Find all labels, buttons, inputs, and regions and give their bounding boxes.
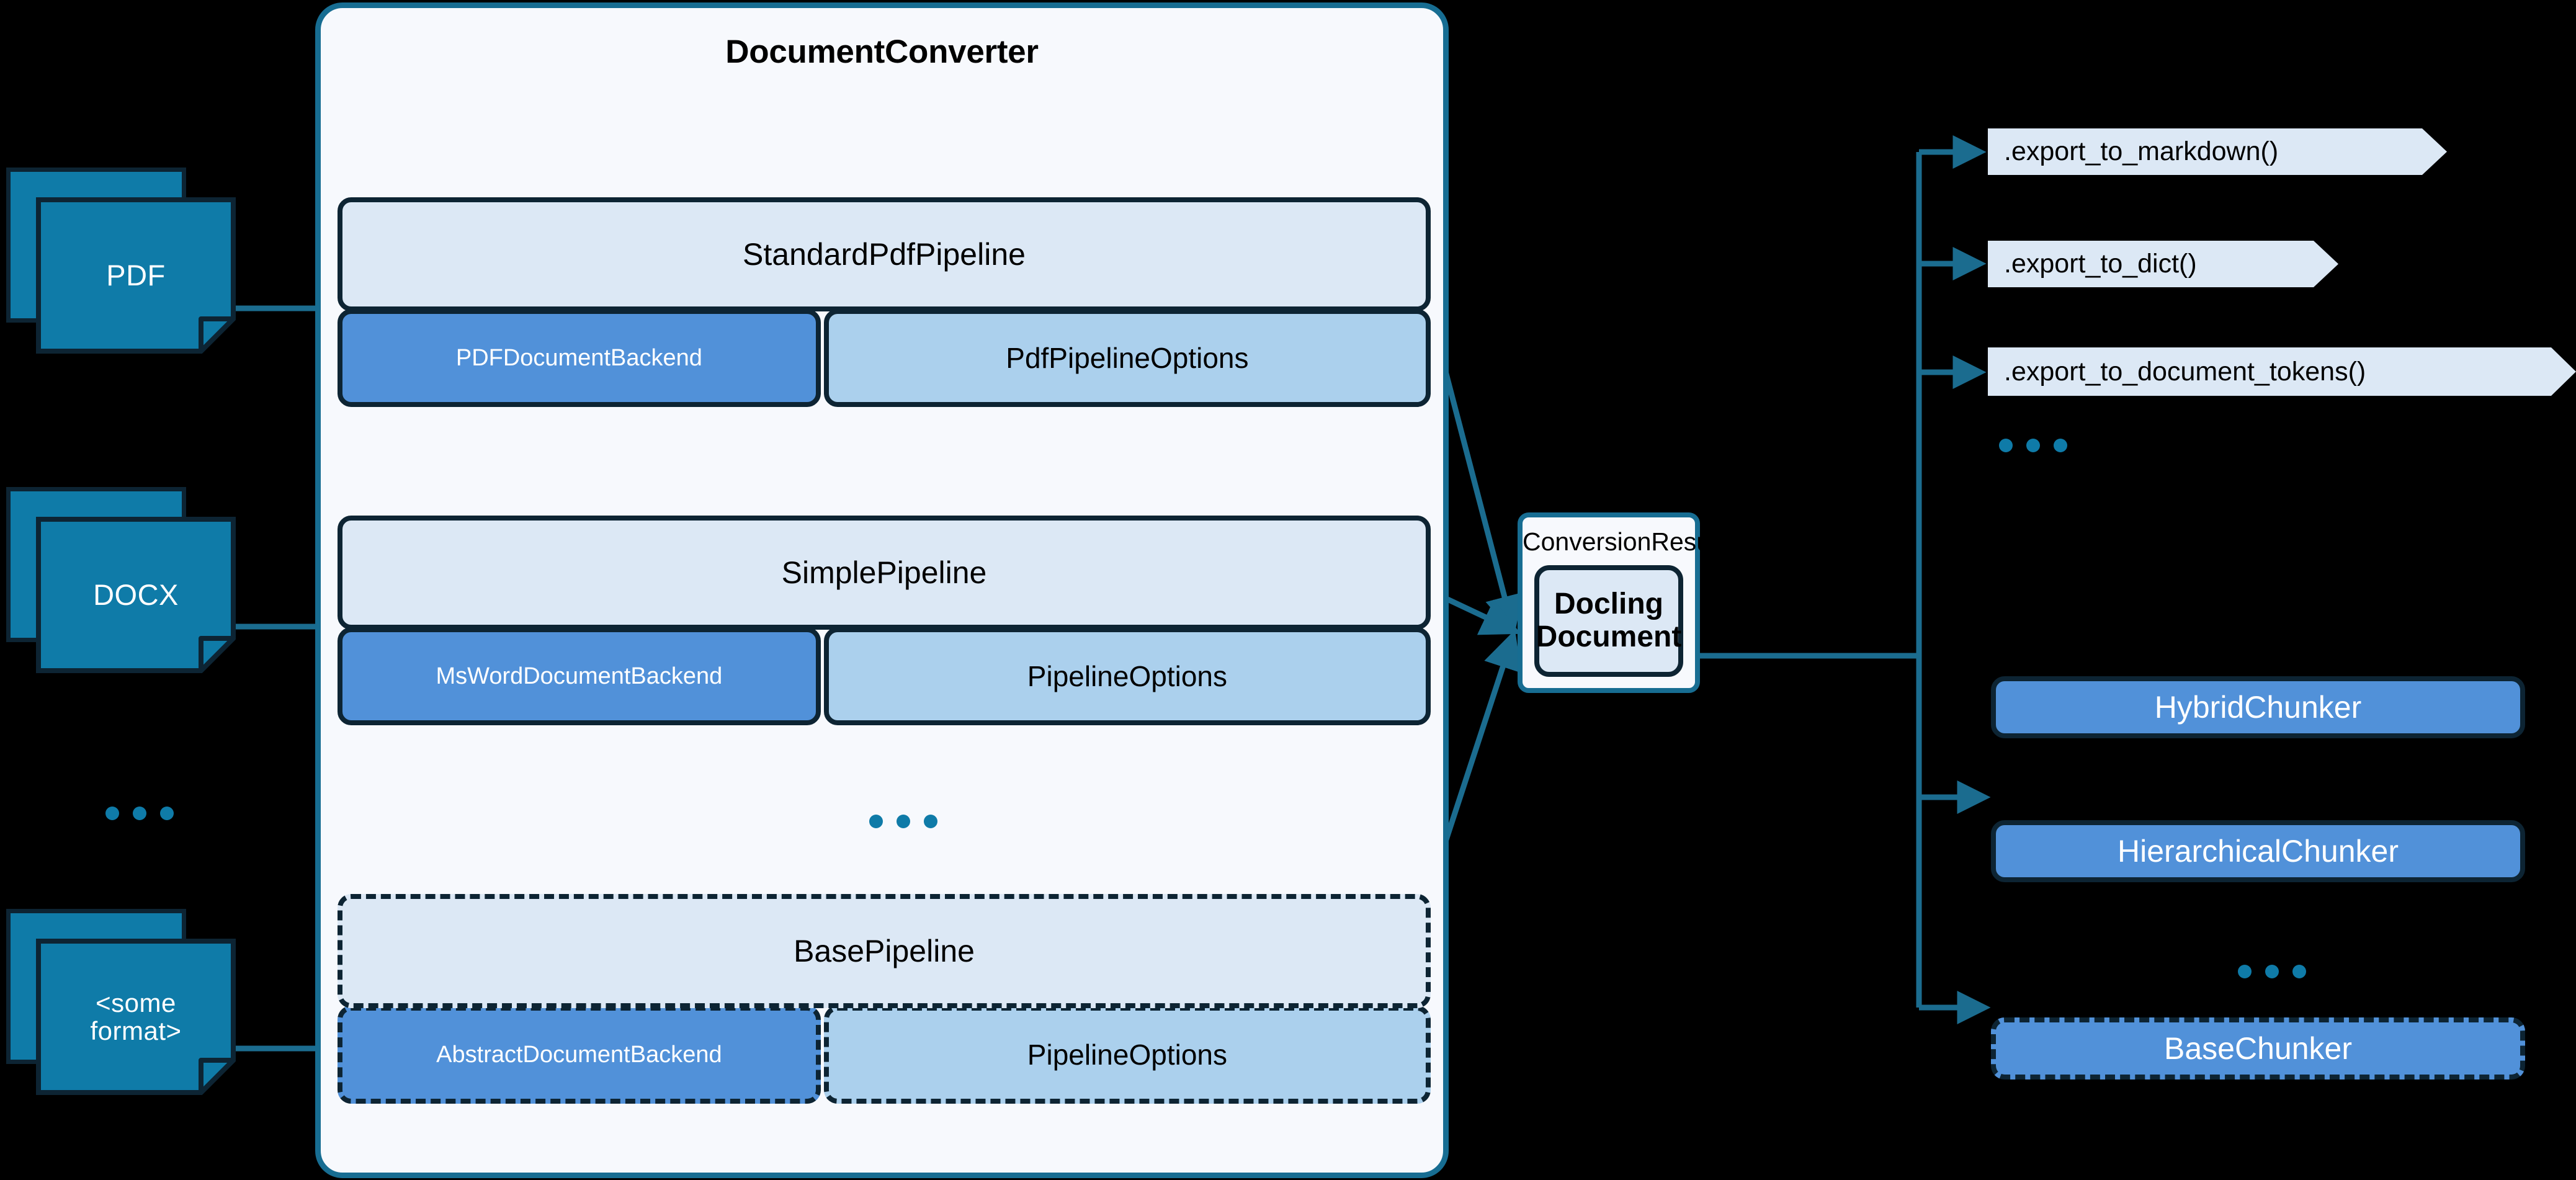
doc-front-sheet: DOCX <box>36 517 236 673</box>
export-label: .export_to_markdown() <box>2004 136 2279 166</box>
input-doc-docx[interactable]: DOCX <box>6 487 236 673</box>
export-tokens-shape[interactable]: .export_to_document_tokens() <box>1988 347 2576 396</box>
pipeline-name: SimplePipeline <box>338 516 1431 630</box>
dot <box>2292 965 2306 978</box>
conversion-result-box[interactable]: ConversionResult Docling Document <box>1518 512 1724 693</box>
pipeline-standardpdf[interactable]: StandardPdfPipeline PDFDocumentBackend P… <box>338 197 1431 407</box>
dot <box>924 815 937 828</box>
chunker-hybrid[interactable]: HybridChunker <box>1991 676 2525 738</box>
doc-front-sheet: PDF <box>36 197 236 354</box>
dot <box>2026 439 2040 452</box>
converter-ellipsis <box>869 815 937 828</box>
dot <box>2054 439 2067 452</box>
doc-page-icon <box>36 517 236 673</box>
arrow-shape <box>1988 241 2338 287</box>
export-label: .export_to_document_tokens() <box>2004 356 2366 387</box>
chunker-base[interactable]: BaseChunker <box>1991 1017 2525 1079</box>
input-doc-label: DOCX <box>93 578 179 611</box>
dot <box>2238 965 2252 978</box>
docling-document-box[interactable]: Docling Document <box>1534 565 1683 677</box>
page-title: DocumentConverter <box>725 34 1039 70</box>
dot <box>133 807 146 820</box>
pipeline-name: StandardPdfPipeline <box>338 197 1431 311</box>
pipeline-components-row: AbstractDocumentBackend PipelineOptions <box>338 1006 1431 1104</box>
arrow-shape <box>1988 347 2576 396</box>
dot <box>2265 965 2279 978</box>
dot <box>160 807 174 820</box>
input-doc-label: PDF <box>106 258 166 292</box>
pipeline-backend[interactable]: MsWordDocumentBackend <box>338 627 821 725</box>
pipeline-backend[interactable]: AbstractDocumentBackend <box>338 1006 821 1104</box>
input-ellipsis <box>105 807 174 820</box>
dot <box>105 807 119 820</box>
doc-page-icon <box>36 197 236 354</box>
input-doc-label: <some format> <box>90 988 182 1045</box>
arrow-shape <box>1988 128 2447 175</box>
input-doc-pdf[interactable]: PDF <box>6 168 236 354</box>
pipeline-options[interactable]: PipelineOptions <box>823 627 1431 725</box>
export-dict-shape[interactable]: .export_to_dict() <box>1988 241 2338 287</box>
export-label: .export_to_dict() <box>2004 249 2197 279</box>
dot <box>869 815 883 828</box>
doc-page-icon <box>36 939 236 1095</box>
pipeline-components-row: PDFDocumentBackend PdfPipelineOptions <box>338 309 1431 407</box>
pipeline-options[interactable]: PdfPipelineOptions <box>823 309 1431 407</box>
pipeline-options[interactable]: PipelineOptions <box>823 1006 1431 1104</box>
pipeline-components-row: MsWordDocumentBackend PipelineOptions <box>338 627 1431 725</box>
chunker-hierarchical[interactable]: HierarchicalChunker <box>1991 820 2525 882</box>
chunkers-ellipsis <box>2238 965 2306 978</box>
export-markdown-shape[interactable]: .export_to_markdown() <box>1988 128 2447 175</box>
doc-front-sheet: <some format> <box>36 939 236 1095</box>
dot <box>1999 439 2013 452</box>
conversion-result-title: ConversionResult <box>1523 527 1724 556</box>
exports-ellipsis <box>1999 439 2067 452</box>
document-converter-panel[interactable]: DocumentConverter StandardPdfPipeline PD… <box>315 2 1449 1178</box>
dot <box>897 815 910 828</box>
pipeline-simple[interactable]: SimplePipeline MsWordDocumentBackend Pip… <box>338 516 1431 725</box>
pipeline-base[interactable]: BasePipeline AbstractDocumentBackend Pip… <box>338 894 1431 1104</box>
input-doc-other[interactable]: <some format> <box>6 909 236 1095</box>
pipeline-name: BasePipeline <box>338 894 1431 1008</box>
pipeline-backend[interactable]: PDFDocumentBackend <box>338 309 821 407</box>
